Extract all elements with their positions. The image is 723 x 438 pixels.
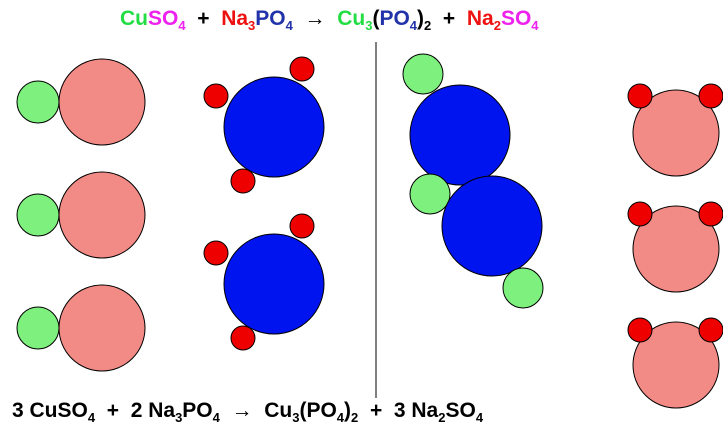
na2so4-molecule (627, 83, 723, 177)
sulfate-product-subscript: 4 (531, 18, 539, 33)
phosphate-subscript: 4 (285, 18, 293, 33)
sodium-ion (289, 56, 315, 82)
phosphate-ion (223, 233, 325, 335)
phosphate-subscript: 4 (212, 410, 220, 425)
sodium-product-symbol: Na (466, 7, 494, 30)
paren-subscript: 2 (424, 18, 432, 33)
copper-ion (16, 193, 60, 237)
phosphate-product-symbol: PO (379, 7, 410, 30)
copper-ion (409, 173, 451, 215)
balanced-equation: 3 CuSO4 + 2 Na3PO4 → Cu3(PO4)2 + 3 Na2SO… (12, 399, 483, 424)
sulfate-subscript: 4 (87, 410, 96, 425)
sodium-ion (627, 83, 653, 109)
sulfate-product-subscript: 4 (475, 410, 484, 425)
unbalanced-equation: CuSO4 + Na3PO4 → Cu3(PO4)2 + Na2SO4 (120, 7, 539, 32)
sulfate-product-symbol: SO (500, 7, 532, 30)
sulfate-ion (58, 171, 146, 259)
phosphate-group-subscript: 4 (336, 410, 345, 425)
reaction-arrow: → (231, 399, 253, 422)
phosphate-symbol: PO (182, 399, 213, 422)
na3po4-molecule (203, 56, 325, 194)
sodium-phosphate-term: 2 Na (130, 399, 176, 422)
sodium-product-subscript: 2 (493, 18, 501, 33)
na3po4-molecule (203, 213, 325, 351)
sulfate-ion (58, 284, 146, 372)
copper-ion (502, 267, 544, 309)
phosphate-ion (223, 76, 325, 178)
sodium-ion (627, 317, 653, 343)
sulfate-ion (632, 321, 720, 409)
copper-product-term: Cu (264, 399, 293, 422)
sodium-ion (698, 83, 723, 109)
phosphate-group: (PO (299, 399, 337, 422)
copper-product-subscript: 3 (365, 18, 373, 33)
sulfate-subscript: 4 (178, 18, 186, 33)
open-paren: ( (372, 7, 380, 30)
copper-ion (16, 306, 60, 350)
sodium-ion (698, 317, 723, 343)
sodium-ion (698, 201, 723, 227)
sodium-ion (230, 168, 256, 194)
phosphate-ion (441, 175, 543, 277)
copper-ion (16, 80, 60, 124)
plus-sign: + (369, 399, 383, 422)
cuso4-molecule (16, 284, 146, 372)
sodium-product-subscript: 2 (438, 410, 446, 425)
close-paren: ) (344, 399, 352, 422)
sodium-symbol: Na (221, 7, 249, 30)
sodium-subscript: 3 (248, 18, 256, 33)
sodium-ion (203, 240, 229, 266)
close-paren: ) (417, 7, 425, 30)
copper-sulfate-term: 3 CuSO (12, 399, 88, 422)
phosphate-ion (409, 84, 511, 186)
copper-product-symbol: Cu (337, 7, 366, 30)
sodium-ion (627, 201, 653, 227)
cuso4-molecule (16, 58, 146, 146)
sodium-ion (230, 325, 256, 351)
sulfate-symbol: SO (148, 7, 179, 30)
sulfate-ion (58, 58, 146, 146)
phosphate-product-subscript: 4 (409, 18, 418, 33)
paren-subscript: 2 (351, 410, 359, 425)
phosphate-symbol: PO (255, 7, 286, 30)
sulfate-ion (632, 205, 720, 293)
plus-sign: + (197, 7, 210, 30)
plus-sign: + (442, 7, 456, 30)
copper-subscript: 3 (292, 410, 300, 425)
sulfate-ion (632, 89, 720, 177)
na2so4-molecule (627, 317, 723, 409)
sodium-ion (203, 83, 229, 109)
cuso4-molecule (16, 171, 146, 259)
sodium-subscript: 3 (175, 410, 183, 425)
sulfate-product-symbol: SO (445, 399, 476, 422)
plus-sign: + (106, 399, 120, 422)
reaction-arrow: → (304, 7, 326, 30)
copper-ion (402, 53, 444, 95)
na2so4-molecule (627, 201, 723, 293)
sodium-ion (289, 213, 315, 239)
copper-phosphate-molecule (402, 53, 544, 309)
copper-symbol: Cu (120, 7, 148, 30)
sodium-sulfate-term: 3 Na (393, 399, 439, 422)
